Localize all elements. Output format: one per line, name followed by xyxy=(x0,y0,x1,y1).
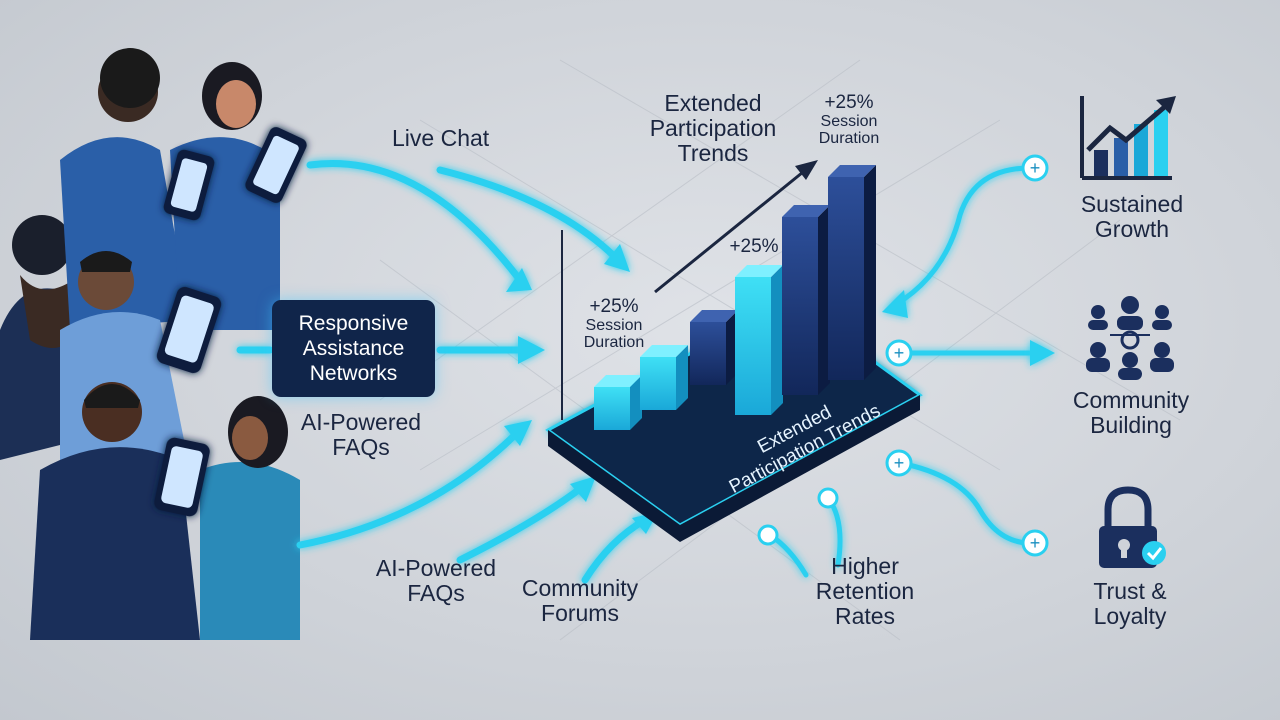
title-line: Trends xyxy=(677,140,749,166)
top-bar-annotation: +25% Session Duration xyxy=(812,92,886,147)
arrow-lower xyxy=(296,426,524,549)
hub-line: Responsive xyxy=(298,312,409,335)
hub-line: Networks xyxy=(309,362,398,385)
phone-icon xyxy=(245,127,307,203)
arrow-faqs xyxy=(456,481,589,564)
chart-title: Extended Participation Trends xyxy=(638,91,788,166)
arrow-live-chat-2 xyxy=(436,166,624,266)
hub-line: Assistance xyxy=(302,337,405,360)
responsive-assistance-box: Responsive Assistance Networks xyxy=(272,300,435,397)
label-line: Community xyxy=(521,575,639,601)
label-community-forums: Community Forums xyxy=(514,576,646,626)
bar-top-5 xyxy=(782,205,830,217)
lock-icon xyxy=(1099,486,1166,568)
people-group-illustration xyxy=(0,48,307,640)
label-line: AI-Powered xyxy=(375,555,497,581)
label-retention: Higher Retention Rates xyxy=(806,554,924,629)
label-community-building: Community Building xyxy=(1058,388,1204,438)
label-ai-faqs-lower: AI-Powered FAQs xyxy=(368,556,504,606)
pct-label: +25% xyxy=(589,296,639,317)
label-line: Retention xyxy=(815,578,915,604)
growth-chart-icon xyxy=(1080,96,1176,180)
sub-label: Duration xyxy=(818,130,880,147)
title-line: Participation xyxy=(649,115,777,141)
bar-side-2 xyxy=(676,345,688,410)
label-trust-loyalty: Trust & Loyalty xyxy=(1078,579,1182,629)
label-line: Trust & xyxy=(1093,578,1167,604)
phone-icon xyxy=(154,437,210,517)
label-live-chat: Live Chat xyxy=(392,125,490,151)
arrowhead xyxy=(570,476,596,502)
arrowhead xyxy=(506,268,532,292)
label-line: Community xyxy=(1072,387,1190,413)
bar-top-4 xyxy=(735,265,783,277)
bar-5 xyxy=(782,217,818,395)
bar-side-1 xyxy=(630,375,642,430)
arrowhead xyxy=(1030,340,1055,366)
plus-icon: + xyxy=(894,343,905,363)
label-line: Building xyxy=(1090,412,1172,438)
label-ai-faqs-upper: AI-Powered FAQs xyxy=(296,410,426,460)
bar-3 xyxy=(690,322,726,385)
flow-arrows xyxy=(236,159,649,584)
arrowhead xyxy=(518,336,545,364)
arrowhead xyxy=(504,420,532,446)
bar-2 xyxy=(640,357,676,410)
title-line: Extended xyxy=(664,90,762,116)
bar-side-6 xyxy=(864,165,876,380)
bar-side-4 xyxy=(771,265,783,415)
bar-1 xyxy=(594,387,630,430)
arrowhead xyxy=(882,290,908,318)
label-line: Rates xyxy=(834,603,896,629)
plus-icon: + xyxy=(1030,158,1041,178)
label-sustained-growth: Sustained Growth xyxy=(1064,192,1200,242)
sub-label: Duration xyxy=(583,334,645,351)
label-line: FAQs xyxy=(332,434,390,460)
label-line: AI-Powered xyxy=(300,409,422,435)
phone-icon xyxy=(163,149,215,221)
arrow-live-chat xyxy=(306,159,524,284)
bar-series xyxy=(594,165,876,430)
label-line: Forums xyxy=(541,600,619,626)
bar-side-5 xyxy=(818,205,830,395)
sub-label: Session xyxy=(820,113,878,130)
bar-top-6 xyxy=(828,165,876,177)
label-line: Higher xyxy=(831,553,899,579)
trend-arrow xyxy=(654,166,809,294)
plus-nodes: + + + + xyxy=(757,154,1049,557)
mid-bar-annotation: +25% xyxy=(729,236,779,257)
bar-top-2 xyxy=(640,345,688,357)
left-bar-annotation: +25% Session Duration xyxy=(576,296,652,351)
label-line: Growth xyxy=(1094,216,1170,242)
plus-icon: + xyxy=(1030,533,1041,553)
bar-top-1 xyxy=(594,375,642,387)
arrow-forums xyxy=(581,516,649,584)
pct-label: +25% xyxy=(824,92,874,113)
sub-label: Session xyxy=(585,317,643,334)
bar-6 xyxy=(828,177,864,380)
bar-4 xyxy=(735,277,771,415)
phone-icon xyxy=(156,286,222,374)
label-line: FAQs xyxy=(407,580,465,606)
trend-arrowhead xyxy=(795,160,818,180)
label-line: Sustained xyxy=(1080,191,1184,217)
label-line: Loyalty xyxy=(1093,603,1167,629)
bar-top-3 xyxy=(690,310,738,322)
community-network-icon xyxy=(1086,296,1174,380)
arrowhead xyxy=(604,244,630,272)
plus-icon: + xyxy=(894,453,905,473)
